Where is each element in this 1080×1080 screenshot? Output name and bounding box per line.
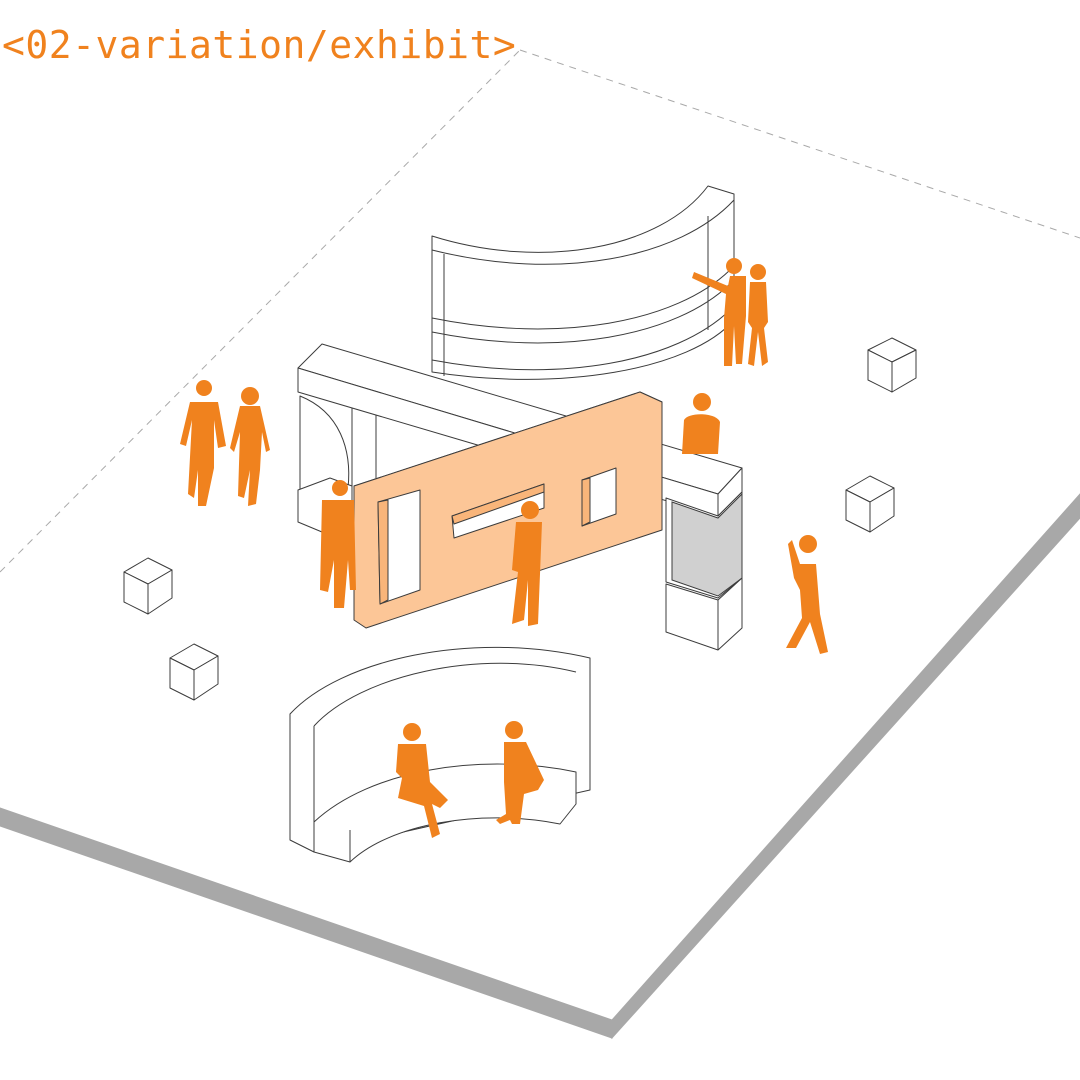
window-right-reveal bbox=[581, 477, 591, 527]
bench-backrest-inner-edge bbox=[313, 662, 577, 727]
person-icon bbox=[748, 264, 768, 366]
curved-wall-body bbox=[431, 185, 735, 380]
people bbox=[180, 258, 828, 838]
window-middle-reveal bbox=[451, 483, 545, 525]
person-icon bbox=[320, 480, 356, 608]
slab-boundary-dashed-top bbox=[519, 49, 1080, 239]
person-icon bbox=[512, 501, 542, 626]
person-icon bbox=[396, 723, 448, 838]
curved-bench bbox=[289, 646, 591, 863]
person-icon bbox=[786, 535, 828, 654]
curved-display-wall bbox=[431, 185, 735, 380]
slab-boundary-dashed-left bbox=[0, 49, 521, 573]
floor-slab bbox=[0, 49, 1080, 1040]
exhibit-panel-wall bbox=[353, 391, 663, 629]
left-arch-body bbox=[299, 395, 350, 493]
curved-wall-shelf-2 bbox=[431, 283, 731, 344]
curved-wall-shelf-3 bbox=[431, 309, 731, 371]
stool-back-right bbox=[867, 337, 917, 393]
window-left-reveal bbox=[377, 499, 389, 605]
person-icon bbox=[180, 380, 226, 506]
person-icon bbox=[496, 721, 544, 824]
person-icon bbox=[682, 393, 720, 454]
stools bbox=[123, 337, 917, 701]
person-icon bbox=[692, 258, 746, 366]
diagram-title: <02-variation/exhibit> bbox=[2, 23, 517, 67]
stool-mid-right bbox=[845, 475, 895, 533]
person-icon bbox=[230, 387, 270, 506]
stool-left-upper bbox=[123, 557, 173, 615]
curved-wall-shelf-1 bbox=[431, 269, 731, 330]
stool-left-lower bbox=[169, 643, 219, 701]
slab-edge-right bbox=[611, 493, 1080, 1040]
curved-wall-top-edge bbox=[431, 199, 735, 265]
